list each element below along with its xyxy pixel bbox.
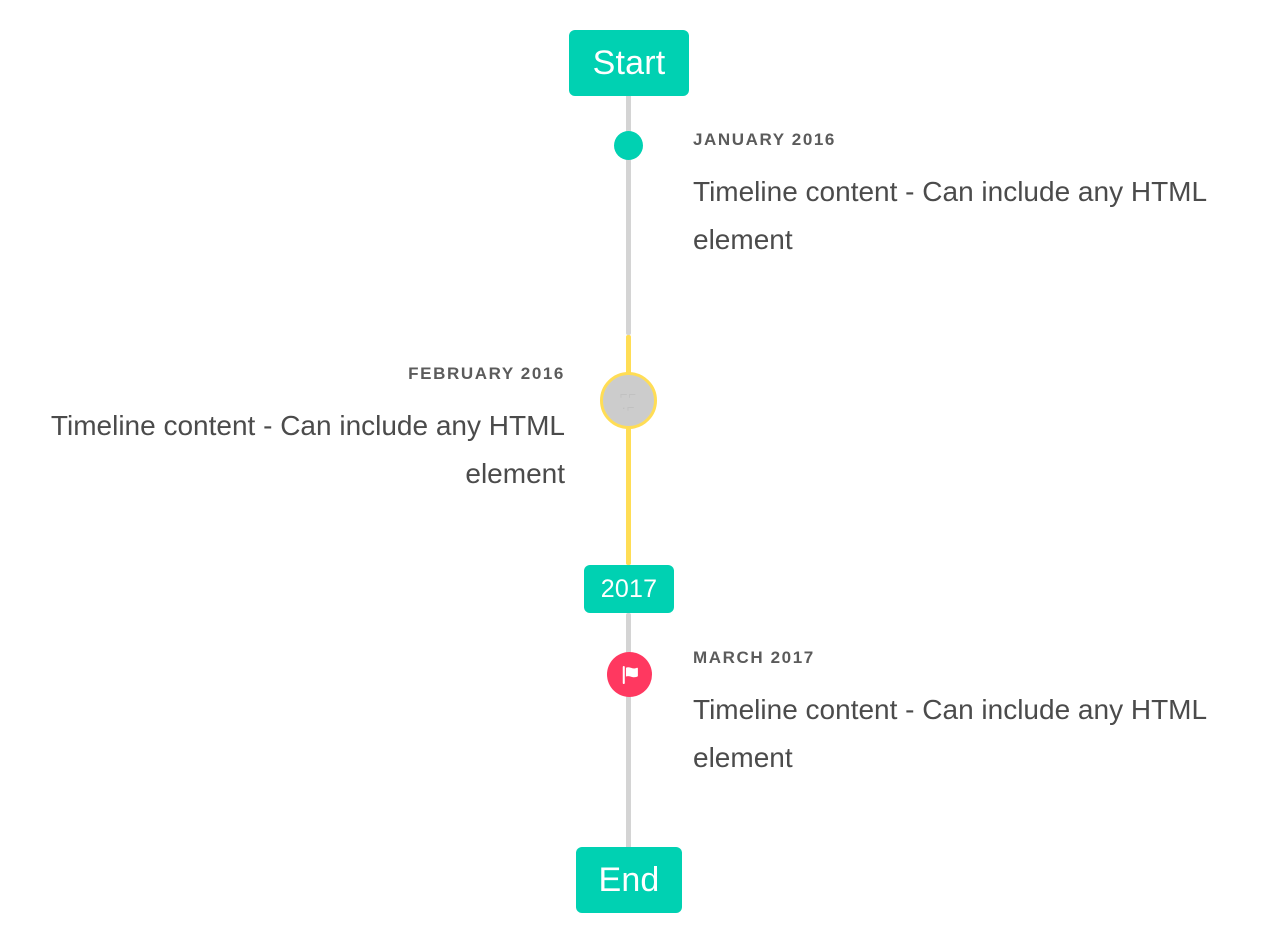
timeline-entry-body: Timeline content - Can include any HTML …: [693, 693, 1207, 773]
timeline-year-badge-label: 2017: [600, 574, 658, 603]
broken-image-icon: ⌐⌐ ·⌐: [620, 388, 637, 414]
timeline-rail-segment-bottom: [626, 613, 631, 855]
timeline-entry-date: JANUARY 2016: [693, 130, 836, 149]
timeline-marker-flag[interactable]: [607, 652, 652, 697]
timeline-end-badge[interactable]: End: [576, 847, 682, 913]
timeline-entry-january: JANUARY 2016 Timeline content - Can incl…: [693, 130, 1238, 264]
flag-icon: [622, 665, 638, 684]
timeline-rail-segment-top: [626, 30, 631, 335]
timeline-entry-body: Timeline content - Can include any HTML …: [693, 175, 1207, 255]
timeline-entry-march: MARCH 2017 Timeline content - Can includ…: [693, 648, 1238, 782]
timeline-rail-segment-highlight: [626, 335, 631, 565]
timeline-start-badge-label: Start: [592, 43, 666, 82]
timeline-end-badge-label: End: [598, 860, 660, 899]
timeline-marker-broken-image[interactable]: ⌐⌐ ·⌐: [600, 372, 657, 429]
timeline-entry-february: FEBRUARY 2016 Timeline content - Can inc…: [30, 364, 565, 498]
timeline-year-badge-2017[interactable]: 2017: [584, 565, 674, 613]
timeline-entry-body: Timeline content - Can include any HTML …: [50, 409, 565, 489]
timeline-marker-dot[interactable]: [614, 131, 643, 160]
broken-image-icon-top: ⌐⌐: [619, 386, 638, 402]
timeline-entry-date: MARCH 2017: [693, 648, 815, 667]
broken-image-icon-bottom: ·⌐: [621, 399, 636, 415]
timeline-entry-date: FEBRUARY 2016: [408, 364, 565, 383]
timeline-start-badge[interactable]: Start: [569, 30, 689, 96]
